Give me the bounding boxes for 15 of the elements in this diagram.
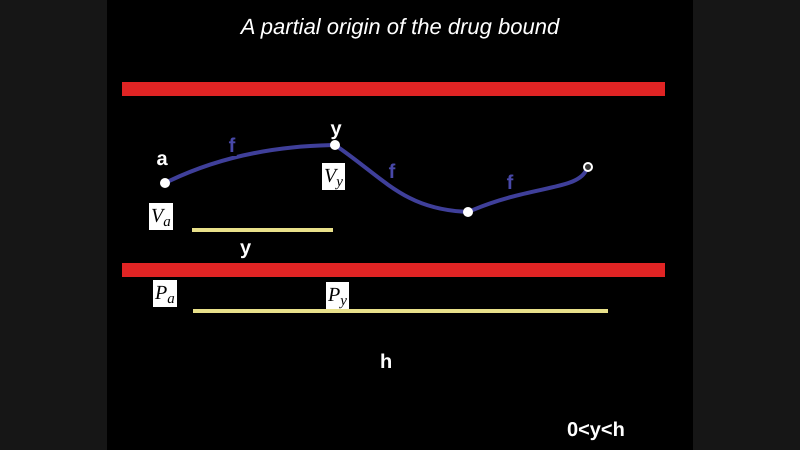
curve <box>337 146 465 214</box>
curve <box>168 143 332 183</box>
point-label: y <box>330 119 342 139</box>
math-label: h <box>380 352 392 372</box>
title: A partial origin of the drug bound <box>238 13 561 41</box>
variable-label: P$_{a}$ <box>153 280 177 307</box>
point-label: a <box>156 149 168 169</box>
variable-label: V$_{y}$ <box>322 163 345 190</box>
curve <box>470 169 588 212</box>
math-label: 0<y<h <box>567 420 625 440</box>
edge-label: f <box>388 162 396 182</box>
variable-label: P$_{y}$ <box>326 282 349 309</box>
edge-label: f <box>228 136 236 156</box>
math-label: y <box>240 238 252 258</box>
variable-label: V$_{a}$ <box>149 203 173 230</box>
